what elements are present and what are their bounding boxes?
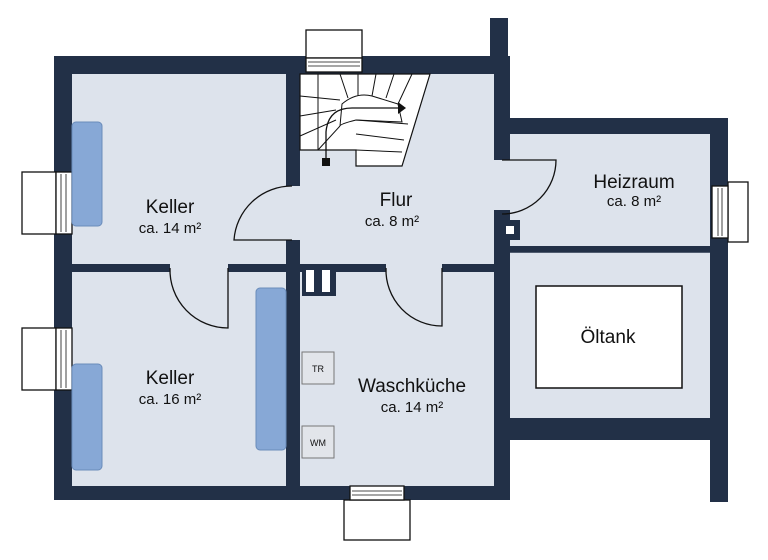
oil-tank-label: Öltank	[581, 327, 636, 348]
shelf-keller-bottom	[71, 363, 103, 471]
window-left-top-sill	[55, 171, 73, 235]
opening-flur-wasch	[386, 262, 442, 274]
window-left-bottom-sill	[55, 327, 73, 391]
room-area-waschkueche: ca. 14 m²	[381, 399, 444, 416]
room-area-keller-top: ca. 14 m²	[139, 220, 202, 237]
staircase	[299, 73, 431, 167]
room-name-keller-top: Keller	[146, 197, 195, 218]
windows	[21, 29, 749, 541]
floor-keller-bottom	[72, 272, 286, 486]
opening-keller-flur	[284, 186, 302, 240]
chimney-flue	[506, 226, 514, 234]
appliances: TR WM	[301, 351, 335, 459]
window-top-sill	[305, 57, 363, 73]
wall-fixtures	[71, 121, 287, 471]
window-right-frame	[727, 181, 749, 243]
opening-flur-heizraum	[494, 160, 512, 210]
opening-keller-keller	[170, 262, 228, 274]
washer-label: WM	[310, 438, 326, 448]
wall-stub-top	[490, 18, 508, 58]
doors	[169, 159, 557, 329]
door-keller-keller	[169, 267, 229, 329]
room-area-keller-bottom: ca. 16 m²	[139, 391, 202, 408]
floor-keller-top	[72, 74, 286, 264]
floor-heizraum	[510, 134, 710, 246]
room-area-heizraum: ca. 8 m²	[607, 193, 661, 210]
window-left-top-frame	[21, 171, 57, 235]
wall-stub-bottom-right	[710, 420, 728, 502]
shelf-keller-top	[71, 121, 103, 227]
door-openings	[170, 186, 442, 274]
window-bottom-sill	[349, 485, 405, 501]
window-right-sill	[711, 185, 729, 239]
room-name-flur: Flur	[380, 190, 413, 211]
oil-tank	[535, 285, 683, 389]
shelf-keller-bottom-right	[255, 287, 287, 451]
washer	[301, 425, 335, 459]
room-name-keller-bottom: Keller	[146, 368, 195, 389]
room-name-waschkueche: Waschküche	[358, 376, 466, 397]
door-flur-wasch	[385, 267, 443, 327]
room-labels: Keller ca. 14 m² Keller ca. 16 m² Flur c…	[139, 172, 675, 416]
room-name-heizraum: Heizraum	[593, 172, 674, 193]
window-left-bottom-frame	[21, 327, 57, 391]
window-bottom-frame	[343, 499, 411, 541]
room-area-flur: ca. 8 m²	[365, 213, 419, 230]
dryer-label: TR	[312, 364, 324, 374]
window-top-frame	[305, 29, 363, 59]
door-keller-flur	[233, 185, 293, 241]
dryer	[301, 351, 335, 385]
floors	[72, 74, 710, 486]
shafts	[302, 266, 336, 296]
stair-start-marker	[322, 158, 330, 166]
stair-arrow-icon	[398, 102, 406, 114]
door-flur-heizraum	[501, 159, 557, 215]
